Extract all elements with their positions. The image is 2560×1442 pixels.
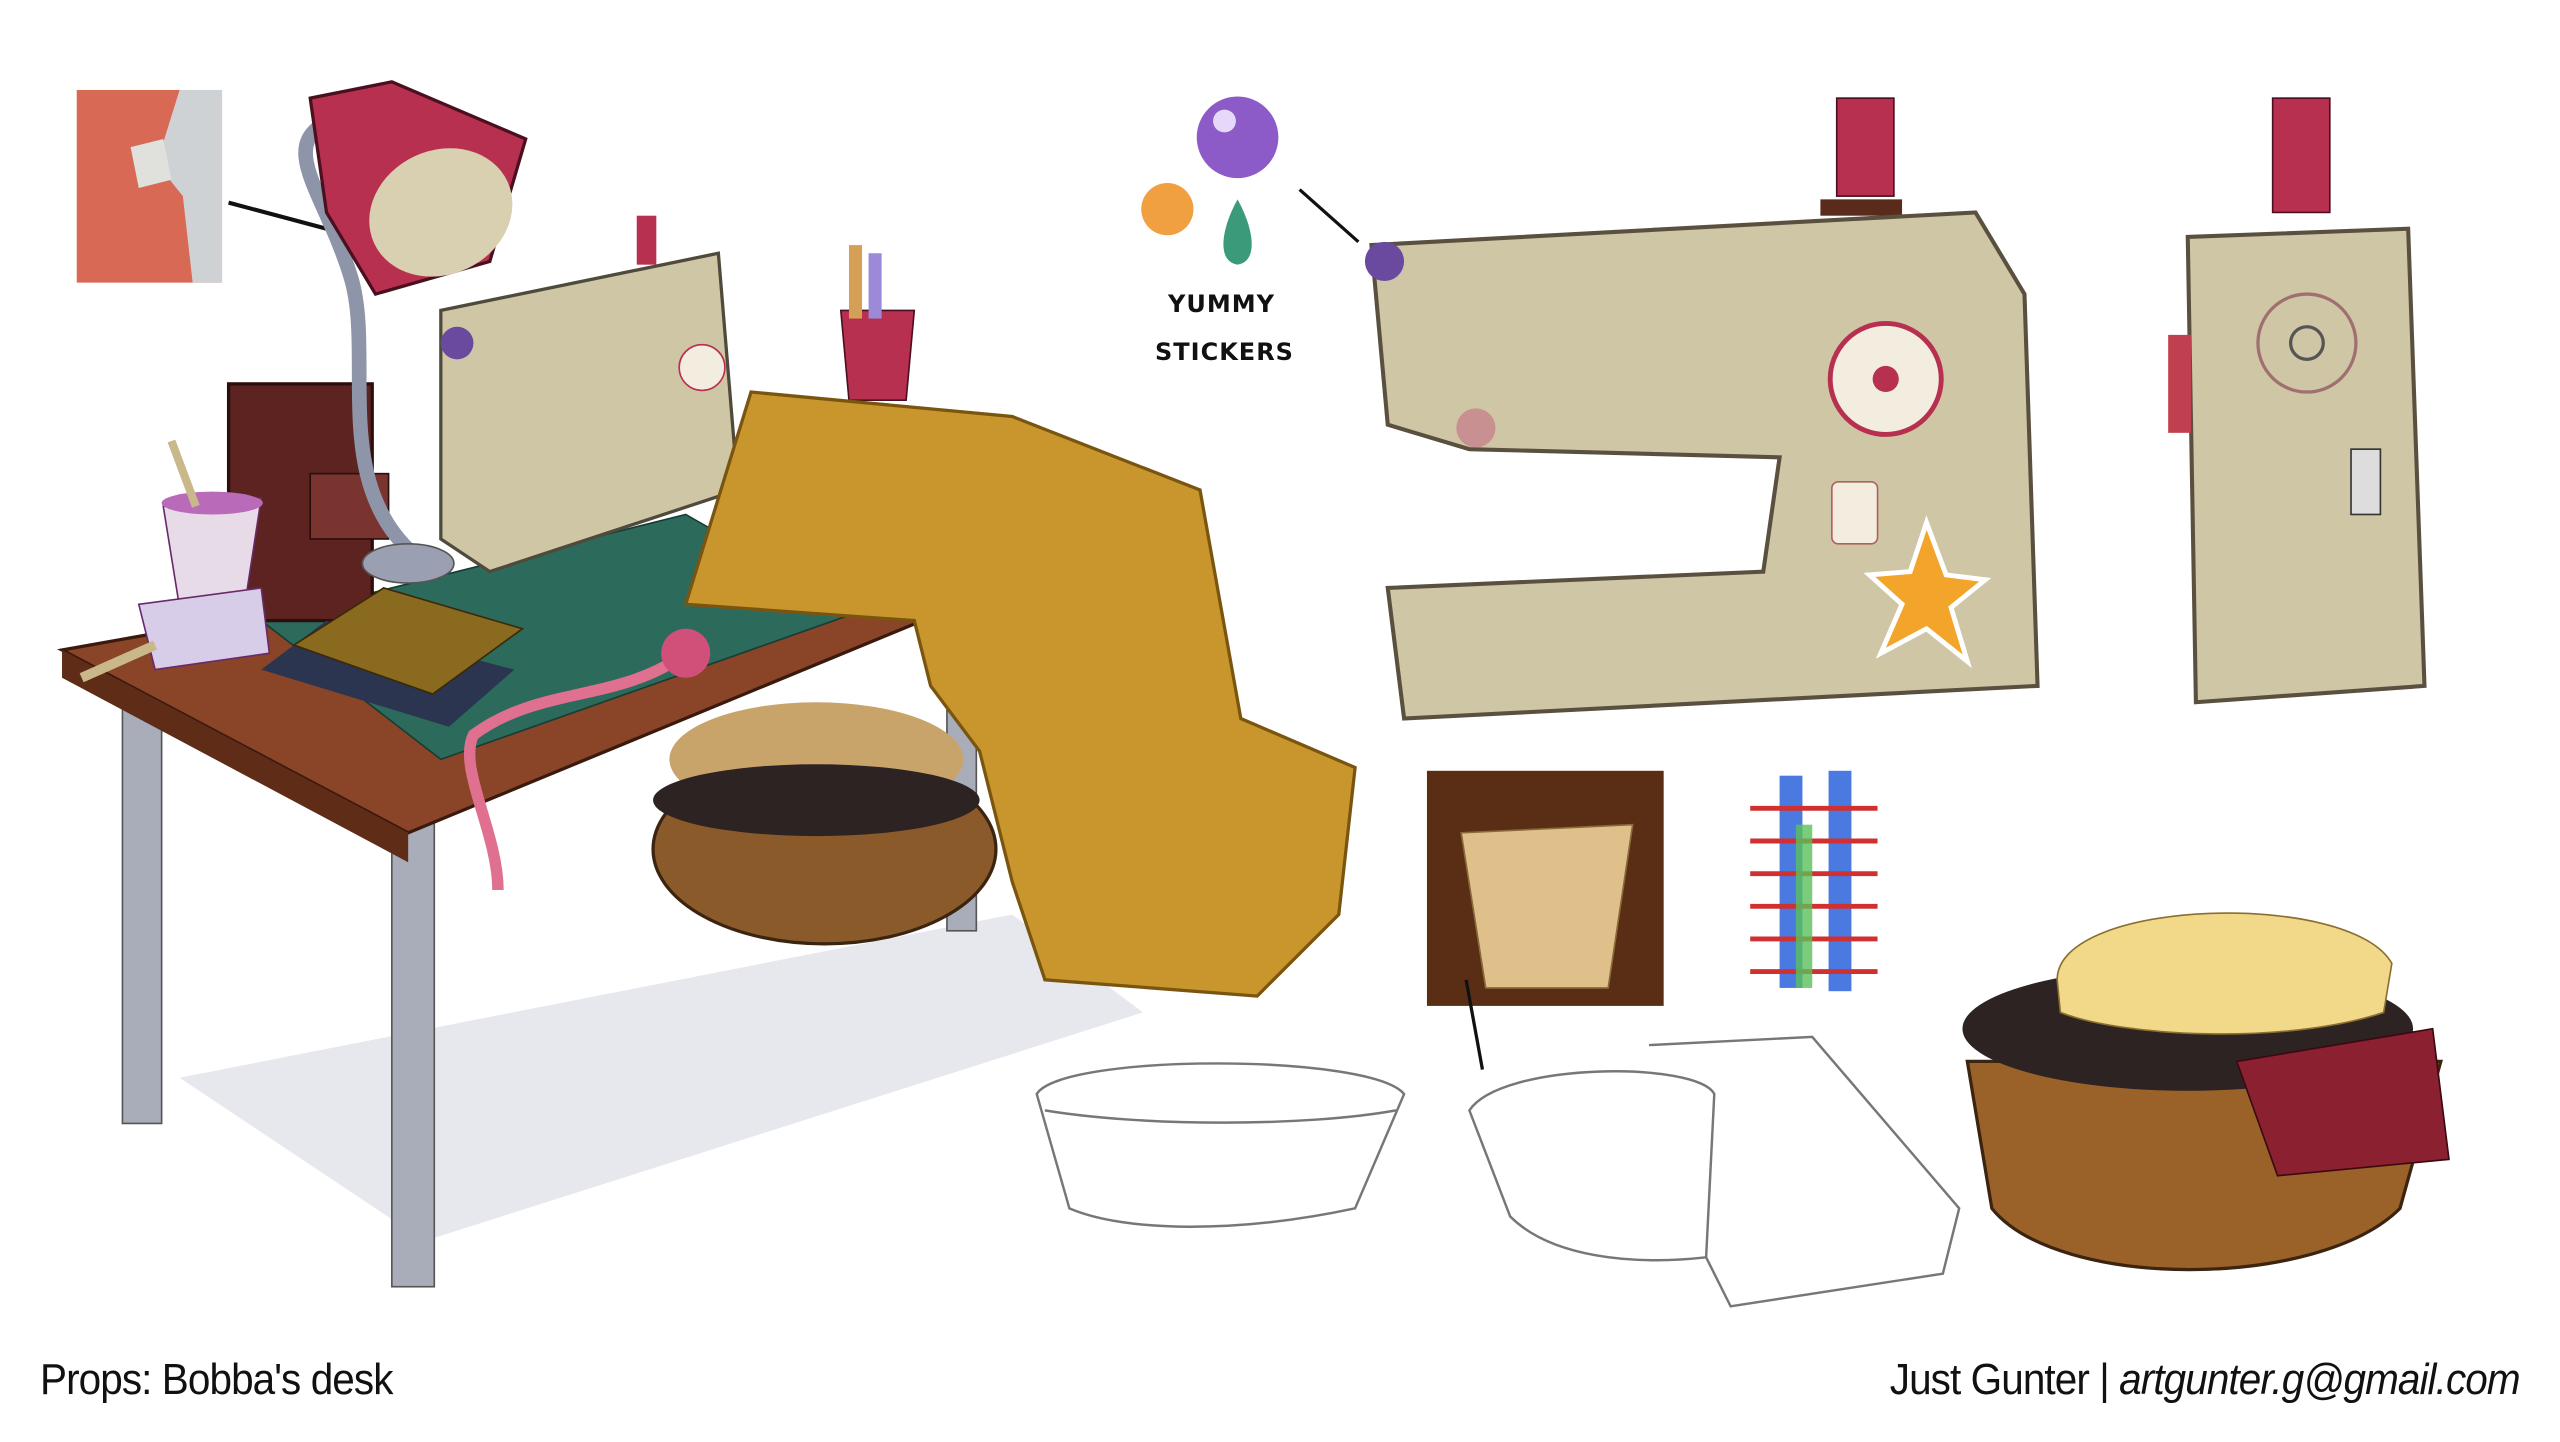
sewing-machine-front-view: [2168, 97, 2427, 705]
desk-lamp: [298, 80, 528, 584]
artist-credit: Just Gunter | artgunter.g@gmail.com: [1890, 1355, 2521, 1405]
sewing-machine-side-view: [1364, 97, 2040, 721]
basket-sketches: [1035, 1035, 1961, 1308]
author-name: Just Gunter: [1890, 1355, 2090, 1404]
sheet-title: Props: Bobba's desk: [40, 1355, 393, 1404]
author-email: artgunter.g@gmail.com: [2119, 1355, 2520, 1404]
pen-cup: [839, 245, 916, 401]
measuring-tape: [463, 648, 690, 891]
bubble-tea-cups: [79, 439, 271, 683]
stickers: [1141, 96, 1360, 265]
sewing-machine-on-desk: [439, 215, 740, 574]
credit-separator: |: [2099, 1355, 2111, 1404]
basket-with-blankets: [1962, 912, 2450, 1272]
flower-sticker: [1141, 183, 1194, 236]
books: [261, 587, 525, 727]
star-sticker: [1863, 515, 1992, 669]
stickers-label-line1: YUMMY: [1168, 290, 1276, 318]
basket-under-desk: [651, 702, 998, 946]
woven-basket-reference-photo: [1426, 770, 1664, 1070]
purple-gem-sticker: [1196, 96, 1279, 179]
desk-shadow: [179, 914, 1143, 1241]
peeling-paint-reference: [76, 89, 328, 283]
weave-pattern-diagram: [1750, 770, 1878, 992]
stickers-label-line2: STICKERS: [1155, 338, 1294, 366]
teardrop-sticker: [1223, 199, 1252, 265]
checkered-cloth: [683, 390, 1357, 998]
